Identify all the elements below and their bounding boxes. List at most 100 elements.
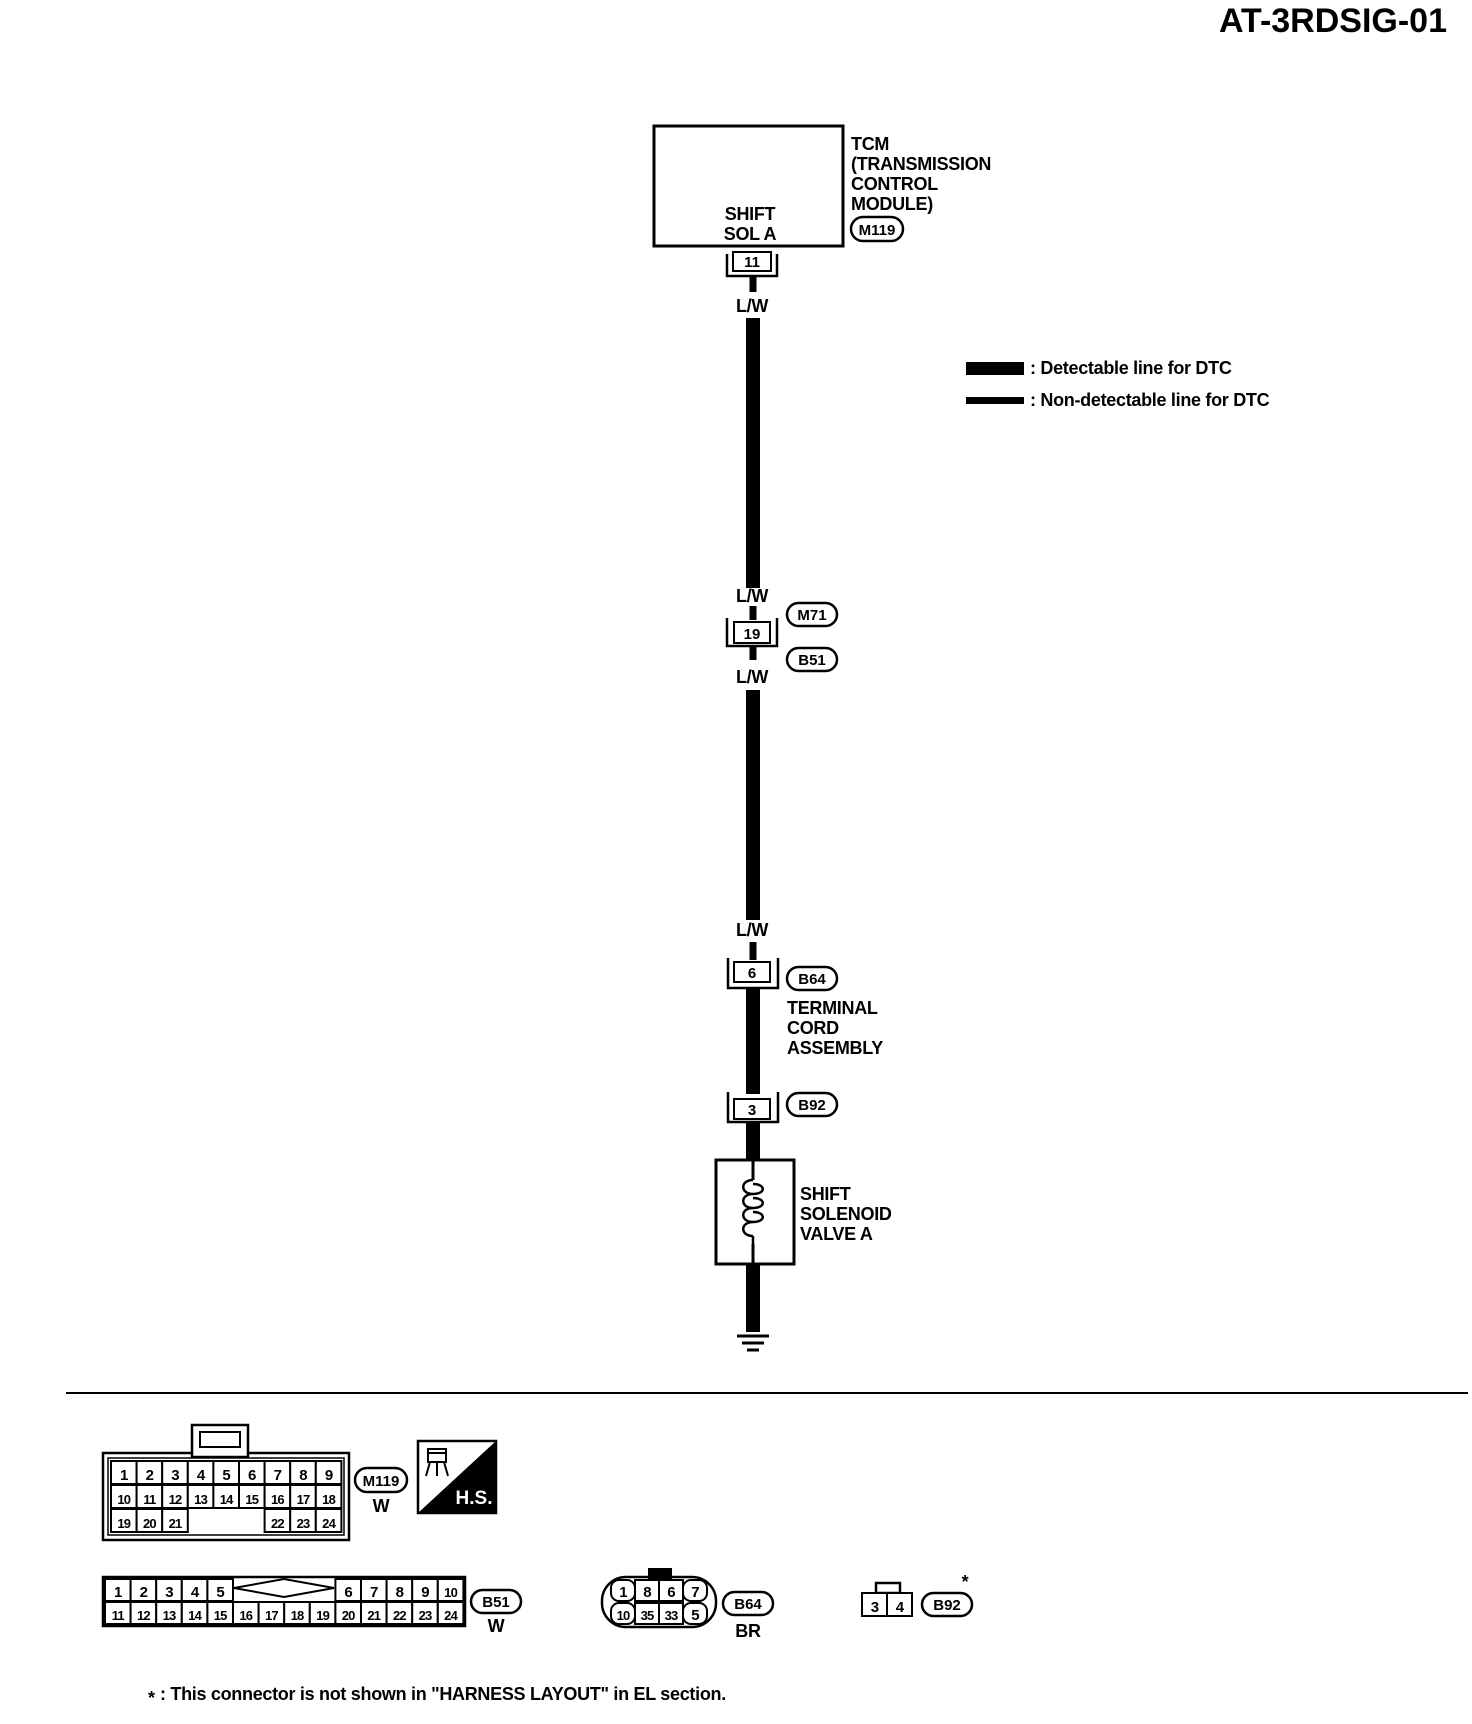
coil-icon xyxy=(742,1178,764,1244)
connector-badge-b92: B92 xyxy=(785,1091,839,1118)
legend: : Detectable line for DTC : Non-detectab… xyxy=(966,358,1270,410)
m119-pin-1-label: 1 xyxy=(120,1467,128,1484)
b64-pin-8-label: 8 xyxy=(643,1584,651,1601)
b92-pin-4-cell xyxy=(886,1592,913,1617)
m119-pin-19-label: 19 xyxy=(117,1516,130,1531)
svg-text:3: 3 xyxy=(748,1102,756,1119)
footnote-text: : This connector is not shown in "HARNES… xyxy=(160,1684,726,1704)
b64-pin-1-label: 1 xyxy=(619,1584,627,1601)
terminal-cord-label-3: ASSEMBLY xyxy=(787,1038,883,1058)
b51-pin-23-label: 23 xyxy=(419,1608,432,1623)
hs-label: H.S. xyxy=(456,1488,493,1509)
tcm-label-3: CONTROL xyxy=(851,174,938,194)
svg-text:B64: B64 xyxy=(798,971,826,988)
m119-pin-10-label: 10 xyxy=(117,1492,130,1507)
svg-text:M119: M119 xyxy=(859,222,896,239)
b64-pin-5-label: 5 xyxy=(691,1607,699,1624)
connector-badge-b92-face: B92 * xyxy=(920,1572,974,1618)
b51-pin-20-label: 20 xyxy=(342,1608,355,1623)
svg-text:B64: B64 xyxy=(734,1596,762,1613)
m119-pin-20-label: 20 xyxy=(143,1516,156,1531)
m119-pin-7-label: 7 xyxy=(274,1467,282,1484)
m119-pin-6-label: 6 xyxy=(248,1467,256,1484)
b64-pin-6-label: 6 xyxy=(667,1584,675,1601)
m119-pin-16-label: 16 xyxy=(271,1492,284,1507)
b92-star: * xyxy=(962,1572,969,1592)
m119-pin-21-label: 21 xyxy=(169,1516,182,1531)
b51-pin-6-label: 6 xyxy=(344,1584,352,1601)
svg-text:B92: B92 xyxy=(798,1097,826,1114)
connector-badge-b51: B51 W xyxy=(469,1588,523,1636)
m119-pin-3-label: 3 xyxy=(171,1467,179,1484)
m119-pin-18-label: 18 xyxy=(322,1492,335,1507)
b51-pin-17-label: 17 xyxy=(265,1608,278,1623)
solenoid-connector-pin-3: 3 xyxy=(726,1092,780,1124)
svg-text:B51: B51 xyxy=(482,1594,510,1611)
connector-badge-m119: M119 W xyxy=(353,1466,409,1516)
connector-badge-m71: M71 xyxy=(785,601,839,628)
legend-non-detectable-swatch xyxy=(966,397,1024,404)
solenoid-label-2: SOLENOID xyxy=(800,1204,892,1224)
wire-color-label: L/W xyxy=(736,296,768,316)
b51-pin-8-label: 8 xyxy=(396,1584,404,1601)
b51-pin-7-label: 7 xyxy=(370,1584,378,1601)
tcm-unit: TCM (TRANSMISSION CONTROL MODULE) SHIFT … xyxy=(652,124,991,248)
b51-pin-12-label: 12 xyxy=(137,1608,150,1623)
b51-pin-9-label: 9 xyxy=(421,1584,429,1601)
footnote-star: * xyxy=(148,1688,155,1708)
solenoid-label-1: SHIFT xyxy=(800,1184,851,1204)
m119-pin-2-label: 2 xyxy=(146,1467,154,1484)
solenoid-label-3: VALVE A xyxy=(800,1224,873,1244)
b92-pin-4-label: 4 xyxy=(896,1599,905,1616)
b51-pin-15-label: 15 xyxy=(214,1608,227,1623)
m119-pin-9-label: 9 xyxy=(325,1467,333,1484)
legend-detectable-text: : Detectable line for DTC xyxy=(1030,358,1232,378)
b51-pin-13-label: 13 xyxy=(163,1608,176,1623)
m119-pin-13-label: 13 xyxy=(194,1492,207,1507)
svg-text:11: 11 xyxy=(744,254,760,271)
connector-badge-b64: B64 xyxy=(785,965,839,992)
m119-pin-22-label: 22 xyxy=(271,1516,284,1531)
svg-text:6: 6 xyxy=(748,965,756,982)
tcm-terminal-label-2: SOL A xyxy=(724,224,777,244)
m119-pin-11-label: 11 xyxy=(143,1492,156,1507)
wire-color-label: L/W xyxy=(736,586,768,606)
m119-pin-8-label: 8 xyxy=(299,1467,307,1484)
b51-pin-4-label: 4 xyxy=(191,1584,200,1601)
b64-pin-33-label: 33 xyxy=(665,1608,678,1623)
b51-pin-22-label: 22 xyxy=(393,1608,406,1623)
m119-pin-17-label: 17 xyxy=(297,1492,310,1507)
wire-color-label: L/W xyxy=(736,920,768,940)
ground-icon xyxy=(737,1334,769,1352)
tcm-terminal-label-1: SHIFT xyxy=(725,204,776,224)
b51-pin-16-label: 16 xyxy=(239,1608,252,1623)
b51-pin-24-cell xyxy=(436,1601,465,1625)
connector-color-b51: W xyxy=(488,1616,505,1636)
b64-pin-7-label: 7 xyxy=(691,1584,699,1601)
legend-detectable-swatch xyxy=(966,362,1024,375)
m119-pin-15-label: 15 xyxy=(245,1492,258,1507)
connector-badge-b51: B51 xyxy=(785,646,839,673)
svg-text:B92: B92 xyxy=(933,1597,961,1614)
b64-pin-7-cell xyxy=(682,1579,708,1602)
terminal-cord-label-2: CORD xyxy=(787,1018,839,1038)
b64-pin-10-label: 10 xyxy=(617,1608,630,1623)
m119-pin-4-label: 4 xyxy=(197,1467,206,1484)
b51-pin-18-label: 18 xyxy=(291,1608,304,1623)
b51-pin-24-label: 24 xyxy=(444,1608,458,1623)
svg-text:M71: M71 xyxy=(797,607,826,624)
svg-text:M119: M119 xyxy=(363,1473,400,1490)
tcm-connector-badge: M119 xyxy=(849,215,905,243)
tcm-label-4: MODULE) xyxy=(851,194,933,214)
b51-pin-1-label: 1 xyxy=(114,1584,122,1601)
hs-symbol-icon: H.S. xyxy=(416,1439,498,1515)
b51-pin-5-label: 5 xyxy=(216,1584,224,1601)
b51-pin-21-label: 21 xyxy=(367,1608,380,1623)
b92-pin-3-label: 3 xyxy=(871,1599,879,1616)
svg-text:19: 19 xyxy=(744,626,761,643)
